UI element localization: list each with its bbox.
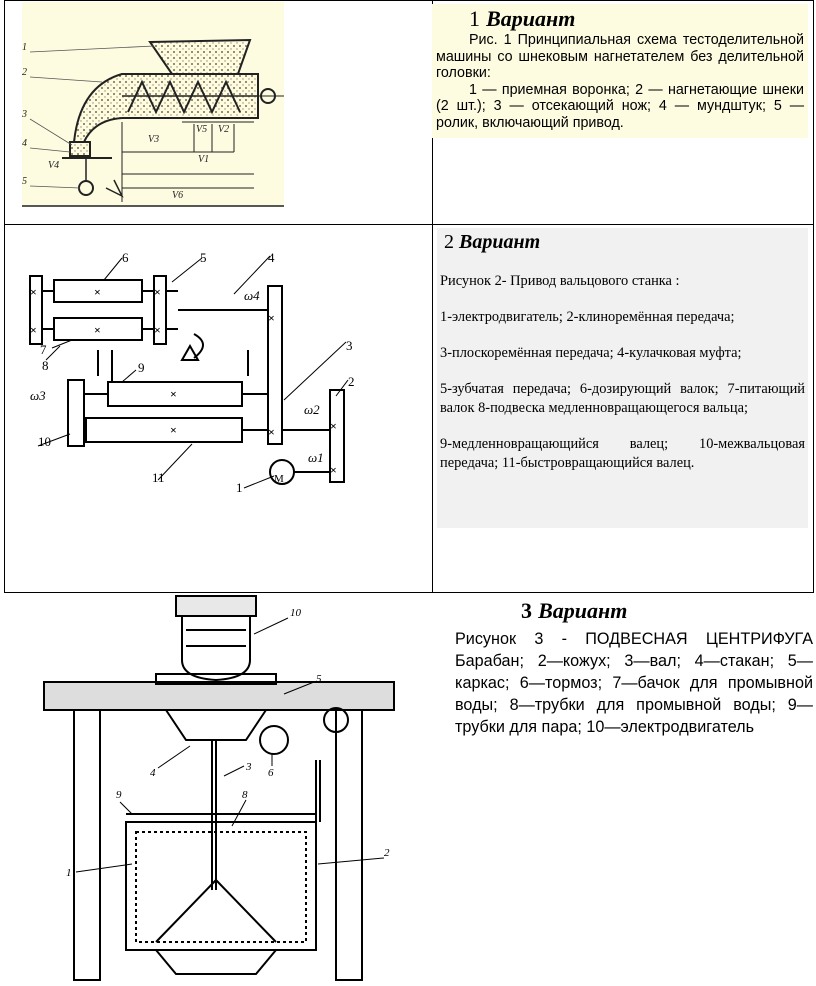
svg-text:×: × (268, 425, 275, 439)
svg-text:×: × (30, 323, 37, 337)
fig2-label-7: 7 (40, 342, 47, 357)
fig2-omega-1: ω1 (308, 450, 324, 465)
figure-3-centrifuge-diagram: 10 5 4 3 6 8 9 1 2 (43, 595, 395, 981)
fig2-motor-label: M (274, 473, 284, 485)
fig1-label-v3: V3 (148, 134, 159, 145)
svg-text:×: × (330, 463, 337, 477)
svg-text:×: × (330, 419, 337, 433)
variant-1-legend: 1 — приемная воронка; 2 — нагнетающие шн… (436, 81, 804, 131)
fig1-label-3: 3 (22, 109, 27, 120)
svg-text:×: × (154, 285, 161, 299)
svg-text:×: × (170, 387, 177, 401)
fig1-label-v6: V6 (172, 190, 183, 201)
fig2-label-11: 11 (152, 470, 165, 485)
svg-text:×: × (94, 285, 101, 299)
fig2-label-10: 10 (38, 434, 51, 449)
table-row-divider (5, 224, 813, 225)
variant-2-word: Вариант (459, 231, 541, 253)
variant-3-caption: Рисунок 3 - ПОДВЕСНАЯ ЦЕНТРИФУГА Барабан… (455, 630, 813, 736)
variant-2-item-4: 9-медленновращающийся валец; 10-межвальц… (440, 436, 805, 471)
fig2-label-2: 2 (348, 374, 355, 389)
svg-text:×: × (268, 311, 275, 325)
variant-1-text-block: 1 Вариант Рис. 1 Принципиальная схема те… (432, 4, 808, 138)
variant-2-heading: 2 Вариант (444, 231, 805, 254)
fig1-label-2: 2 (22, 67, 27, 78)
svg-text:×: × (94, 323, 101, 337)
variant-2-item-3: 5-зубчатая передача; 6-дозирующий валок;… (440, 381, 805, 416)
variant-2-item-2: 3-плоскоремённая передача; 4-кулачковая … (440, 345, 742, 361)
fig2-omega-4: ω4 (244, 288, 260, 303)
variant-3-number: 3 (521, 598, 532, 623)
variant-2-item-1: 1-электродвигатель; 2-клиноремённая пере… (440, 309, 735, 325)
figure-2-roller-mill-drive-diagram: × × × × × × × × × × × × M 6 5 4 3 2 1 7 8 9 10… (29, 250, 355, 495)
fig3-label-8: 8 (242, 789, 248, 801)
fig1-label-v5: V5 (196, 124, 207, 135)
fig3-label-1: 1 (66, 867, 72, 879)
fig1-label-v2: V2 (218, 124, 229, 135)
fig3-label-3: 3 (245, 761, 252, 773)
fig3-label-4: 4 (150, 767, 156, 779)
fig1-label-v4: V4 (48, 160, 59, 171)
fig2-label-1: 1 (236, 480, 243, 495)
svg-text:×: × (30, 285, 37, 299)
variant-2-caption: Рисунок 2- Привод вальцового станка : (440, 273, 680, 289)
fig3-label-10: 10 (290, 607, 302, 619)
variant-1-heading: 1 Вариант (469, 6, 804, 32)
variant-1-number: 1 (469, 6, 480, 31)
variant-1-word: Вариант (486, 6, 576, 31)
fig1-label-1: 1 (22, 42, 27, 53)
fig2-omega-3: ω3 (30, 388, 46, 403)
table-column-divider (432, 1, 433, 593)
variant-3-heading: 3 Вариант (521, 598, 813, 624)
variant-3-word: Вариант (538, 598, 628, 623)
figure-1-dough-divider-diagram: 1 2 3 4 5 V4 V3 V2 V1 V5 V6 (22, 2, 284, 207)
fig2-label-8: 8 (42, 358, 49, 373)
svg-text:×: × (154, 323, 161, 337)
fig2-label-5: 5 (200, 250, 207, 265)
fig2-label-6: 6 (122, 250, 129, 265)
fig3-label-5: 5 (316, 673, 322, 685)
variant-1-caption: Рис. 1 Принципиальная схема тестоделител… (436, 32, 804, 81)
fig3-label-6: 6 (268, 767, 274, 779)
variant-3-text-block: 3 Вариант Рисунок 3 - ПОДВЕСНАЯ ЦЕНТРИФУ… (455, 598, 813, 738)
fig1-label-4: 4 (22, 138, 27, 149)
svg-text:×: × (170, 423, 177, 437)
fig2-label-4: 4 (268, 250, 275, 265)
fig2-label-9: 9 (138, 360, 145, 375)
fig1-label-v1: V1 (198, 154, 209, 165)
fig3-label-2: 2 (384, 847, 390, 859)
variants-table (4, 0, 814, 593)
variant-2-number: 2 (444, 231, 454, 253)
variant-2-text-block: 2 Вариант Рисунок 2- Привод вальцового с… (437, 228, 808, 528)
fig2-label-3: 3 (346, 338, 353, 353)
fig3-label-9: 9 (116, 789, 122, 801)
fig1-label-5: 5 (22, 176, 27, 187)
fig2-omega-2: ω2 (304, 402, 320, 417)
